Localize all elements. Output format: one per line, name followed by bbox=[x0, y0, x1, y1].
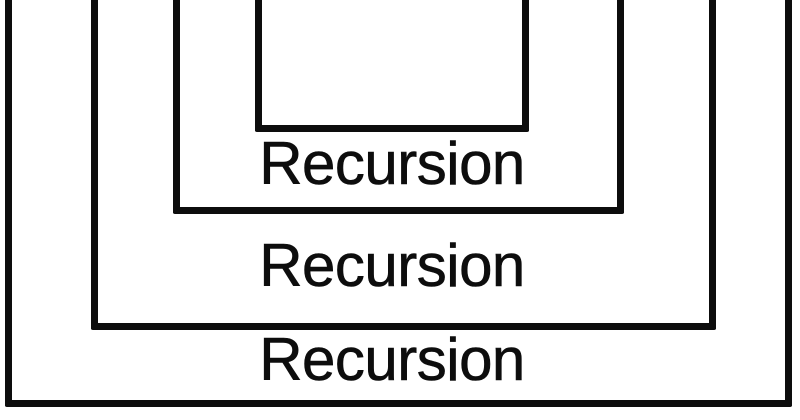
recursion-label-level-2: Recursion bbox=[259, 130, 526, 197]
recursion-box-level-2 bbox=[173, 0, 624, 214]
recursion-box-level-1 bbox=[91, 0, 716, 330]
recursion-box-level-0 bbox=[5, 0, 792, 407]
recursion-label-level-1: Recursion bbox=[259, 232, 526, 299]
recursion-box-level-3 bbox=[255, 0, 529, 132]
recursion-label-level-0: Recursion bbox=[259, 326, 526, 393]
